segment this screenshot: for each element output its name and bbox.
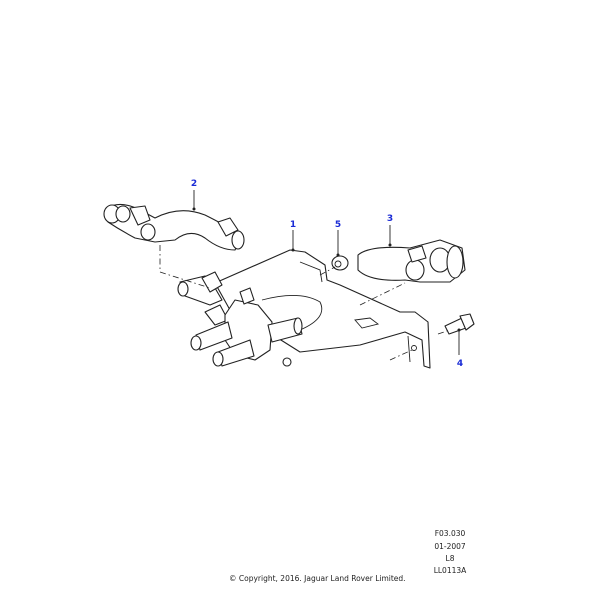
hose-part-2 (103, 203, 245, 251)
copyright-notice: © Copyright, 2016. Jaguar Land Rover Lim… (229, 574, 406, 583)
callout-4: 4 (457, 359, 463, 369)
bracket-part-1 (214, 249, 431, 369)
valve-assembly (177, 271, 303, 367)
callout-5: 5 (335, 220, 341, 230)
callout-2: 2 (191, 179, 197, 189)
illustration-id: LL0113A (433, 566, 467, 575)
callout-3: 3 (387, 214, 393, 224)
figure-code: F03.030 (434, 529, 466, 538)
grommet-part-5 (331, 255, 349, 271)
figure-date: 01-2007 (434, 542, 466, 551)
hose-part-3 (357, 239, 466, 283)
bolt-part-4 (444, 313, 475, 335)
callout-1: 1 (290, 220, 296, 230)
model-code: L8 (445, 554, 455, 563)
